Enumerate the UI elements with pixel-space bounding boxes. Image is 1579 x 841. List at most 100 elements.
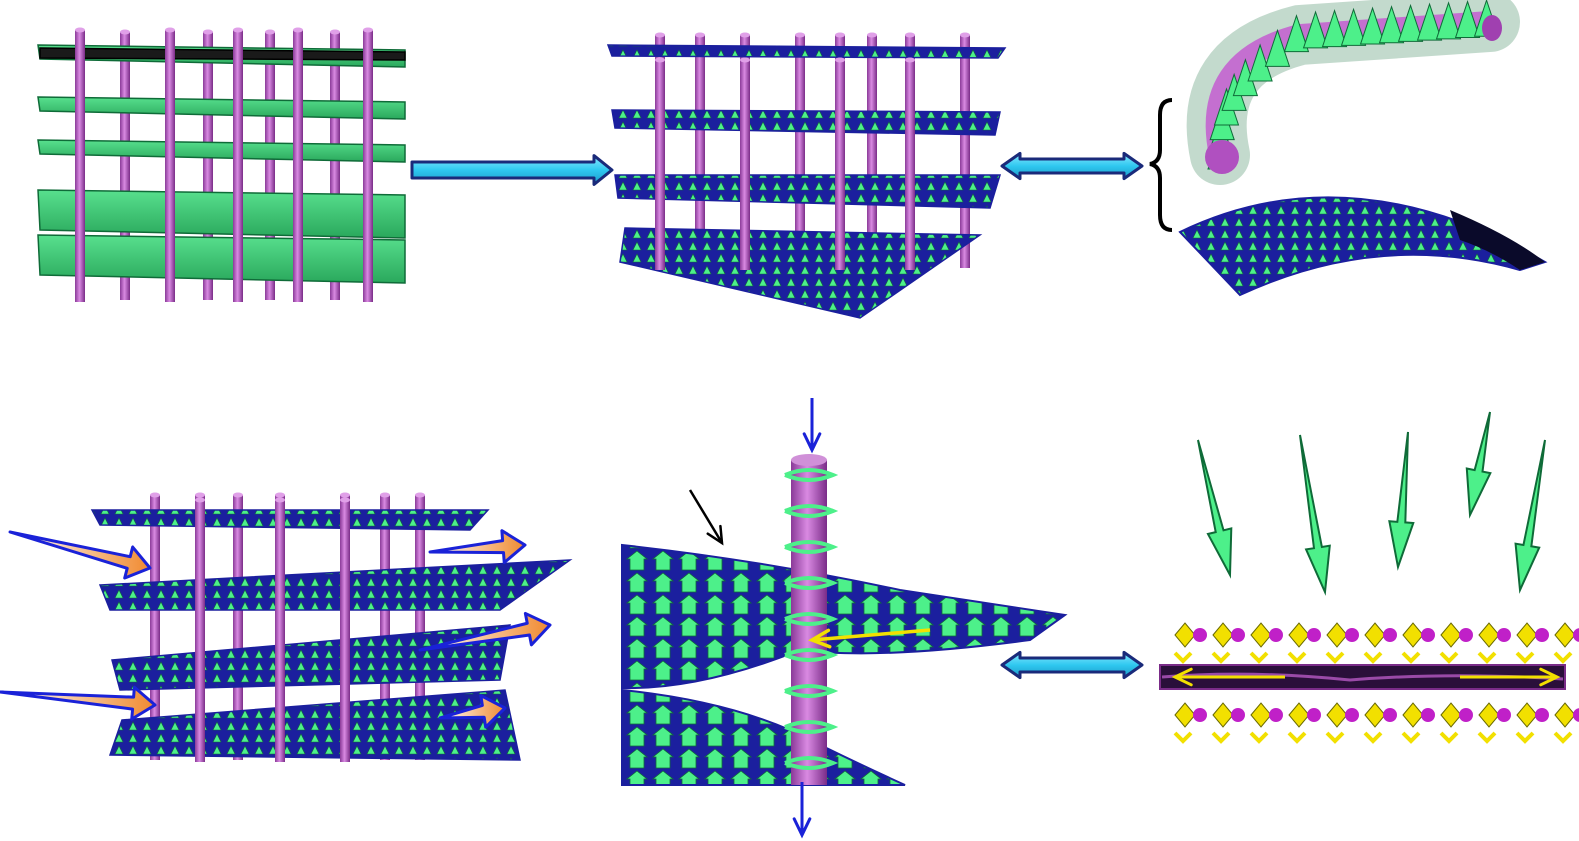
spiked-sheet	[111, 624, 511, 691]
magenta-atom	[1573, 628, 1579, 642]
crystal-layer-bottom	[1173, 702, 1579, 744]
panel-top-right-rod	[1186, 0, 1520, 185]
yellow-link	[1363, 731, 1383, 744]
rod-cap	[195, 492, 205, 498]
yellow-link	[1553, 651, 1573, 664]
green-sheet	[37, 139, 406, 163]
rod-cap	[835, 57, 845, 63]
rod-cap	[363, 27, 373, 33]
rod	[867, 35, 877, 268]
rod-spike	[1340, 7, 1367, 46]
rod-cap	[655, 32, 665, 38]
rod	[415, 495, 425, 760]
yellow-link	[1477, 651, 1497, 664]
rod	[195, 500, 205, 762]
green-sheet	[37, 234, 406, 284]
rod-spike	[1264, 28, 1291, 67]
magenta-atom	[1421, 708, 1435, 722]
bent-sheet-underside	[1450, 210, 1545, 270]
magenta-atom	[1269, 628, 1283, 642]
helix-band	[784, 540, 839, 554]
yellow-tetrahedron	[1250, 702, 1272, 728]
magenta-atom	[1497, 708, 1511, 722]
rod	[293, 30, 303, 302]
green-incoming-arrow	[1514, 439, 1546, 594]
rod-cap	[293, 27, 303, 33]
yellow-link	[1439, 651, 1459, 664]
yellow-tetrahedron	[1440, 622, 1462, 648]
rod-cap	[695, 32, 705, 38]
yellow-link	[1173, 731, 1193, 744]
rod	[905, 60, 915, 270]
rod-cap	[380, 492, 390, 498]
panel-bottom-right-crystal	[1159, 411, 1579, 744]
magenta-atom	[1193, 628, 1207, 642]
panel-top-middle-lattice	[606, 32, 1007, 319]
magenta-atom	[1231, 708, 1245, 722]
rod	[203, 32, 213, 300]
green-incoming-arrow	[1197, 439, 1233, 579]
zoomed-rod-cap	[791, 454, 827, 466]
yellow-link	[1173, 651, 1193, 664]
rod	[233, 30, 243, 302]
zoomed-sheet-upper	[621, 543, 1068, 690]
magenta-atom	[1573, 708, 1579, 722]
rod	[835, 60, 845, 270]
yellow-tetrahedron	[1212, 622, 1234, 648]
rod-cap	[740, 57, 750, 63]
yellow-link	[1325, 651, 1345, 664]
spiked-sheet	[614, 174, 1002, 209]
yellow-tetrahedron	[1250, 622, 1272, 648]
rod-spike	[1454, 0, 1481, 39]
rod	[340, 500, 350, 762]
equilibrium-arrow-top	[1000, 151, 1144, 181]
panel-top-right-sheet	[1178, 196, 1548, 297]
yellow-link	[1287, 651, 1307, 664]
helix-band	[784, 576, 839, 590]
yellow-link	[1515, 731, 1535, 744]
rod	[380, 495, 390, 760]
rod-end	[1205, 140, 1239, 174]
yellow-link	[1211, 651, 1231, 664]
yellow-link	[1401, 651, 1421, 664]
yellow-tetrahedron	[1402, 702, 1424, 728]
yellow-link	[1249, 651, 1269, 664]
rod	[75, 30, 85, 302]
yellow-link	[1439, 731, 1459, 744]
rod	[275, 500, 285, 762]
rod	[165, 30, 175, 302]
spiked-sheet	[108, 689, 521, 761]
rod	[960, 35, 970, 268]
rod-cap	[905, 57, 915, 63]
yellow-tetrahedron	[1288, 622, 1310, 648]
yellow-link	[1211, 731, 1231, 744]
yellow-tetrahedron	[1174, 622, 1196, 648]
panel-top-left-lattice	[37, 27, 406, 302]
yellow-tetrahedron	[1364, 622, 1386, 648]
yellow-arrow-right-head	[1539, 667, 1561, 687]
rod-cap	[960, 32, 970, 38]
magenta-atom	[1383, 708, 1397, 722]
spiked-sheet	[90, 509, 490, 531]
yellow-link	[1401, 731, 1421, 744]
rod	[330, 32, 340, 300]
helix-band	[784, 684, 839, 698]
yellow-tetrahedron	[1516, 702, 1538, 728]
yellow-tetrahedron	[1326, 702, 1348, 728]
magenta-atom	[1459, 628, 1473, 642]
dark-sheet-edge	[39, 47, 406, 61]
rod-cap	[905, 32, 915, 38]
helix-band	[784, 612, 839, 626]
rod-cap	[655, 57, 665, 63]
helix-band	[784, 468, 839, 482]
rod-cap	[195, 497, 205, 503]
yellow-tetrahedron	[1478, 702, 1500, 728]
yellow-tetrahedron	[1402, 622, 1424, 648]
zoomed-sheet-lower	[621, 688, 906, 786]
yellow-tetrahedron	[1554, 702, 1576, 728]
flow-arrow	[418, 611, 552, 652]
rod-cap	[835, 32, 845, 38]
yellow-link	[1363, 651, 1383, 664]
panel-bottom-middle-zoom	[621, 398, 1068, 839]
